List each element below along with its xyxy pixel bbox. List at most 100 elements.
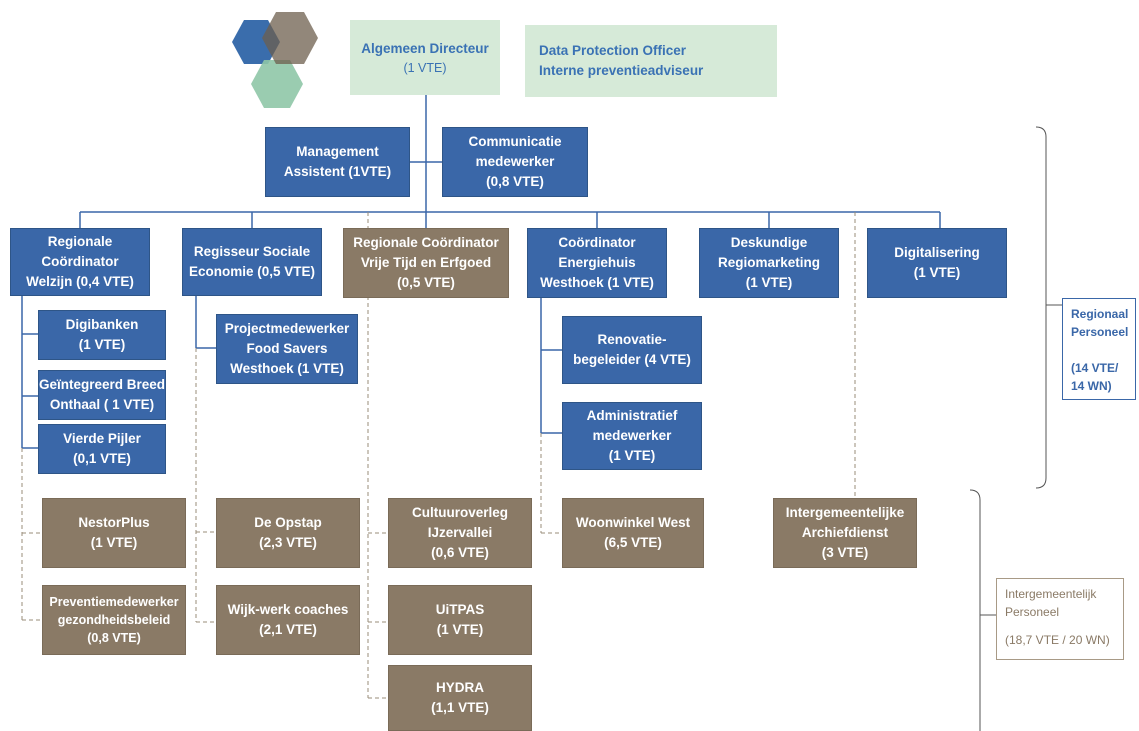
dept-economie-line1: Regisseur Sociale [193,244,311,259]
regionaal-personeel-note: Regionaal Personeel (14 VTE/ 14 WN) [1062,298,1136,400]
dept-regiomarketing-line3: (1 VTE) [745,275,793,290]
nestorplus-line2: (1 VTE) [90,535,138,550]
logo-hexagon-green [251,60,303,108]
wijk-werk-line1: Wijk-werk coaches [227,602,349,617]
management-assistent-line2: Assistent (1VTE) [283,164,392,179]
dpo-box: Data Protection Officer Interne preventi… [525,25,777,97]
regionaal-line4: 14 WN) [1071,379,1112,393]
cultuuroverleg-line1: Cultuuroverleg [411,505,508,520]
uitpas-line1: UiTPAS [435,602,485,617]
preventiemedewerker-box: Preventiemedewerker gezondheidsbeleid (0… [42,585,186,655]
director-box: Algemeen Directeur (1 VTE) [350,20,500,95]
dept-welzijn-line1: Regionale [47,234,113,249]
digibanken-line2: (1 VTE) [78,337,126,352]
administratief-line3: (1 VTE) [608,448,656,463]
management-assistent-box: Management Assistent (1VTE) [265,127,410,197]
hierarchy-lines [21,95,941,449]
de-opstap-line1: De Opstap [254,515,322,530]
de-opstap-line2: (2,3 VTE) [259,535,317,550]
communicatie-box: Communicatie medewerker (0,8 VTE) [442,127,588,197]
director-vte: (1 VTE) [403,60,447,75]
breed-onthaal-box: Geïntegreerd Breed Onthaal ( 1 VTE) [38,370,166,420]
woonwinkel-line1: Woonwinkel West [575,515,691,530]
intergemeentelijk-bracket [969,489,981,731]
intergemeentelijk-line1: Intergemeentelijk [1005,587,1097,601]
dept-energiehuis-line3: Westhoek (1 VTE) [540,275,654,290]
dept-digitalisering-line1: Digitalisering [894,245,980,260]
hydra-line1: HYDRA [435,680,484,695]
archiefdienst-line3: (3 VTE) [821,545,869,560]
administratief-line2: medewerker [592,428,672,443]
nestorplus-box: NestorPlus (1 VTE) [42,498,186,568]
intergemeentelijk-personeel-note: Intergemeentelijk Personeel (18,7 VTE / … [996,578,1124,660]
dept-welzijn-line3: Welzijn (0,4 VTE) [26,274,134,289]
communicatie-line3: (0,8 VTE) [486,174,544,189]
regionaal-line3: (14 VTE/ [1071,361,1119,375]
dept-vrije-tijd-line1: Regionale Coördinator [353,235,499,250]
vierde-pijler-line2: (0,1 VTE) [73,451,131,466]
dept-energiehuis-line1: Coördinator [558,235,636,250]
preventiemedewerker-line3: (0,8 VTE) [87,631,141,645]
communicatie-line1: Communicatie [468,134,562,149]
wijk-werk-line2: (2,1 VTE) [259,622,317,637]
dpo-line1: Data Protection Officer [539,43,687,58]
logo [232,12,318,108]
hydra-line2: (1,1 VTE) [431,700,489,715]
dept-regiomarketing-line2: Regiomarketing [717,255,821,270]
cultuuroverleg-line2: IJzervallei [427,525,493,540]
management-assistent-line1: Management [296,144,379,159]
breed-onthaal-line2: Onthaal ( 1 VTE) [49,397,155,412]
preventiemedewerker-line2: gezondheidsbeleid [57,613,171,627]
cultuuroverleg-box: Cultuuroverleg IJzervallei (0,6 VTE) [388,498,532,568]
dept-welzijn-line2: Coördinator [41,254,119,269]
renovatie-line1: Renovatie- [597,332,667,347]
vierde-pijler-line1: Vierde Pijler [63,431,141,446]
wijk-werk-box: Wijk-werk coaches (2,1 VTE) [216,585,360,655]
cultuuroverleg-line3: (0,6 VTE) [431,545,489,560]
uitpas-box: UiTPAS (1 VTE) [388,585,532,655]
uitpas-line2: (1 VTE) [436,622,484,637]
food-savers-box: Projectmedewerker Food Savers Westhoek (… [216,314,358,384]
director-title: Algemeen Directeur [361,40,489,56]
regionaal-bracket [1035,126,1047,489]
dept-vrije-tijd-line3: (0,5 VTE) [397,275,455,290]
archiefdienst-box: Intergemeentelijke Archiefdienst (3 VTE) [773,498,917,568]
archiefdienst-line1: Intergemeentelijke [785,505,905,520]
intergemeentelijk-line2: Personeel [1005,605,1060,619]
dept-regiomarketing-box: Deskundige Regiomarketing (1 VTE) [699,228,839,298]
dept-welzijn-box: Regionale Coördinator Welzijn (0,4 VTE) [10,228,150,296]
de-opstap-box: De Opstap (2,3 VTE) [216,498,360,568]
food-savers-line2: Food Savers [246,341,328,356]
archiefdienst-line2: Archiefdienst [801,525,889,540]
dept-digitalisering-box: Digitalisering (1 VTE) [867,228,1007,298]
communicatie-line2: medewerker [475,154,555,169]
food-savers-line1: Projectmedewerker [224,321,350,336]
vierde-pijler-box: Vierde Pijler (0,1 VTE) [38,424,166,474]
dept-regiomarketing-line1: Deskundige [730,235,808,250]
dept-energiehuis-line2: Energiehuis [558,255,636,270]
dept-economie-box: Regisseur Sociale Economie (0,5 VTE) [182,228,322,296]
dpo-line2: Interne preventieadviseur [539,63,704,78]
renovatie-box: Renovatie- begeleider (4 VTE) [562,316,702,384]
logo-hexagon-brown [262,12,318,64]
dept-digitalisering-line2: (1 VTE) [913,265,961,280]
administratief-line1: Administratief [586,408,678,423]
hydra-box: HYDRA (1,1 VTE) [388,665,532,731]
woonwinkel-box: Woonwinkel West (6,5 VTE) [562,498,704,568]
food-savers-line3: Westhoek (1 VTE) [230,361,344,376]
administratief-box: Administratief medewerker (1 VTE) [562,402,702,470]
intergemeentelijk-line3: (18,7 VTE / 20 WN) [1005,633,1110,647]
dept-vrije-tijd-line2: Vrije Tijd en Erfgoed [360,255,492,270]
digibanken-box: Digibanken (1 VTE) [38,310,166,360]
dept-vrije-tijd-box: Regionale Coördinator Vrije Tijd en Erfg… [343,228,509,298]
regionaal-line2: Personeel [1071,325,1129,339]
nestorplus-line1: NestorPlus [78,515,150,530]
breed-onthaal-line1: Geïntegreerd Breed [38,377,166,392]
dept-economie-line2: Economie (0,5 VTE) [188,264,316,279]
dept-energiehuis-box: Coördinator Energiehuis Westhoek (1 VTE) [527,228,667,298]
woonwinkel-line2: (6,5 VTE) [604,535,662,550]
digibanken-line1: Digibanken [65,317,139,332]
preventiemedewerker-line1: Preventiemedewerker [49,595,179,609]
regionaal-line1: Regionaal [1071,307,1129,321]
renovatie-line2: begeleider (4 VTE) [573,352,691,367]
